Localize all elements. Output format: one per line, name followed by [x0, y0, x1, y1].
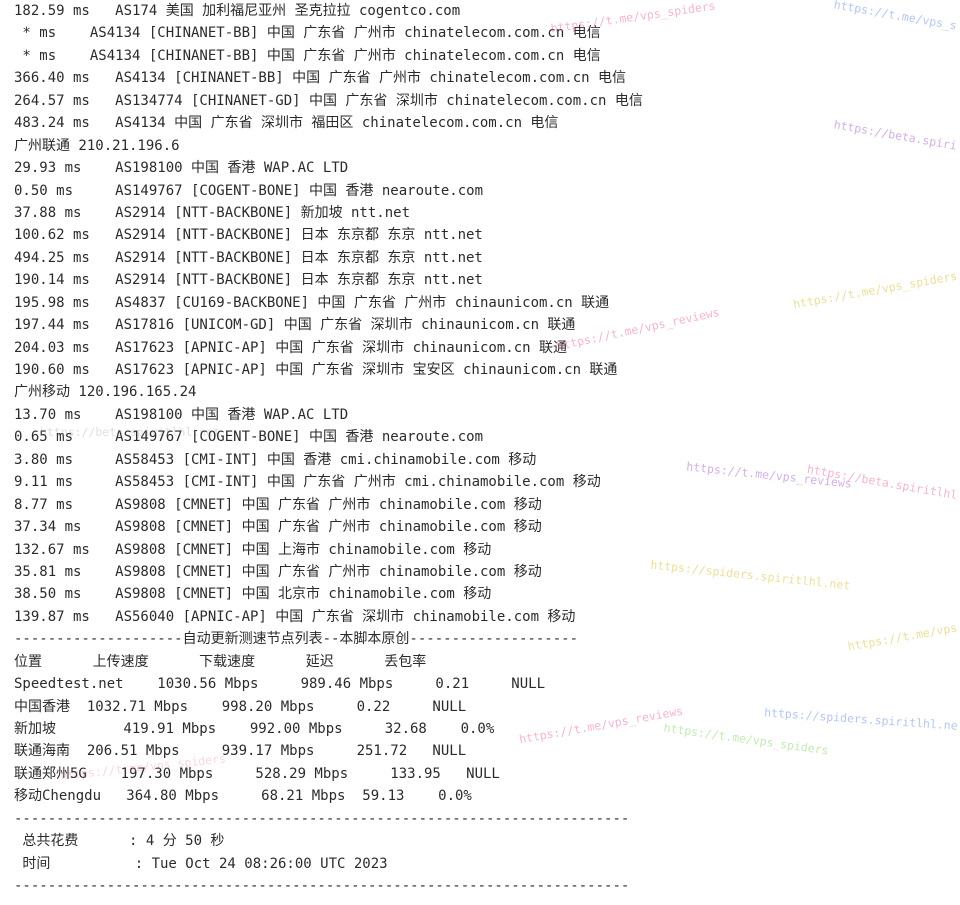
terminal-line: 中国香港 1032.71 Mbps 998.20 Mbps 0.22 NULL: [14, 698, 467, 715]
terminal-line: * ms AS4134 [CHINANET-BB] 中国 广东省 广州市 chi…: [14, 25, 601, 42]
terminal-line: 132.67 ms AS9808 [CMNET] 中国 上海市 chinamob…: [14, 541, 492, 558]
terminal-line: 广州联通 210.21.196.6: [14, 137, 180, 154]
watermark-text: https://t.me/vps_s: [832, 0, 958, 33]
terminal-line: 总共花费 : 4 分 50 秒: [14, 833, 225, 850]
terminal-line: 38.50 ms AS9808 [CMNET] 中国 北京市 chinamobi…: [14, 586, 492, 603]
terminal-output: 182.59 ms AS174 美国 加利福尼亚州 圣克拉拉 cogentco.…: [14, 0, 643, 898]
watermark-text: https://spiders.spiritlhl.net: [649, 557, 851, 593]
terminal-line: 联通海南 206.51 Mbps 939.17 Mbps 251.72 NULL: [14, 743, 467, 760]
terminal-line: 0.50 ms AS149767 [COGENT-BONE] 中国 香港 nea…: [14, 182, 484, 199]
terminal-line: 37.88 ms AS2914 [NTT-BACKBONE] 新加坡 ntt.n…: [14, 204, 411, 221]
terminal-line: ----------------------------------------…: [14, 810, 630, 827]
terminal-line: 197.44 ms AS17816 [UNICOM-GD] 中国 广东省 深圳市…: [14, 317, 576, 334]
terminal-line: 182.59 ms AS174 美国 加利福尼亚州 圣克拉拉 cogentco.…: [14, 3, 461, 19]
terminal-line: 366.40 ms AS4134 [CHINANET-BB] 中国 广东省 广州…: [14, 70, 627, 87]
terminal-line: 9.11 ms AS58453 [CMI-INT] 中国 广东省 广州市 cmi…: [14, 474, 601, 491]
terminal-line: 8.77 ms AS9808 [CMNET] 中国 广东省 广州市 chinam…: [14, 496, 542, 513]
terminal-line: 时间 : Tue Oct 24 08:26:00 UTC 2023: [14, 855, 388, 872]
watermark-text: https://t.me/vps_spiders: [791, 268, 958, 312]
watermark-text: https://beta.spiritlhl: [805, 461, 958, 503]
terminal-line: 移动Chengdu 364.80 Mbps 68.21 Mbps 59.13 0…: [14, 788, 472, 805]
terminal-line: 35.81 ms AS9808 [CMNET] 中国 广东省 广州市 china…: [14, 563, 542, 580]
watermark-text: https://t.me/vps: [846, 620, 958, 654]
terminal-line: 195.98 ms AS4837 [CU169-BACKBONE] 中国 广东省…: [14, 294, 610, 311]
terminal-line: 3.80 ms AS58453 [CMI-INT] 中国 香港 cmi.chin…: [14, 451, 537, 468]
terminal-line: 位置 上传速度 下载速度 延迟 丢包率: [14, 653, 427, 670]
watermark-text: https://beta.spiri: [832, 117, 958, 153]
watermark-text: https://spiders.spiritlhl.ne: [763, 705, 958, 733]
terminal-line: 新加坡 419.91 Mbps 992.00 Mbps 32.68 0.0%: [14, 721, 495, 737]
terminal-line: ----------------------------------------…: [14, 878, 630, 895]
terminal-line: 联通郑州5G 197.30 Mbps 528.29 Mbps 133.95 NU…: [14, 765, 500, 782]
terminal-line: 190.60 ms AS17623 [APNIC-AP] 中国 广东省 深圳市 …: [14, 362, 618, 378]
terminal-line: 广州移动 120.196.165.24: [14, 384, 197, 401]
watermark-text: https://t.me/vps_spiders: [662, 720, 830, 758]
terminal-line: 190.14 ms AS2914 [NTT-BACKBONE] 日本 东京都 东…: [14, 272, 483, 289]
terminal-line: 100.62 ms AS2914 [NTT-BACKBONE] 日本 东京都 东…: [14, 227, 483, 244]
terminal-line: 37.34 ms AS9808 [CMNET] 中国 广东省 广州市 china…: [14, 519, 542, 536]
terminal-line: 29.93 ms AS198100 中国 香港 WAP.AC LTD: [14, 160, 349, 177]
terminal-line: * ms AS4134 [CHINANET-BB] 中国 广东省 广州市 chi…: [14, 47, 601, 64]
terminal-line: 0.65 ms AS149767 [COGENT-BONE] 中国 香港 nea…: [14, 429, 484, 446]
terminal-line: 494.25 ms AS2914 [NTT-BACKBONE] 日本 东京都 东…: [14, 249, 483, 266]
terminal-line: 264.57 ms AS134774 [CHINANET-GD] 中国 广东省 …: [14, 92, 643, 109]
watermark-text: https://t.me/vps_reviews: [685, 459, 853, 491]
terminal-line: --------------------自动更新测速节点列表--本脚本原创---…: [14, 631, 579, 648]
terminal-line: 13.70 ms AS198100 中国 香港 WAP.AC LTD: [14, 406, 349, 423]
terminal-line: Speedtest.net 1030.56 Mbps 989.46 Mbps 0…: [14, 676, 546, 693]
terminal-line: 139.87 ms AS56040 [APNIC-AP] 中国 广东省 深圳市 …: [14, 608, 576, 625]
terminal-line: 483.24 ms AS4134 中国 广东省 深圳市 福田区 chinatel…: [14, 115, 559, 132]
terminal-line: 204.03 ms AS17623 [APNIC-AP] 中国 广东省 深圳市 …: [14, 339, 568, 356]
